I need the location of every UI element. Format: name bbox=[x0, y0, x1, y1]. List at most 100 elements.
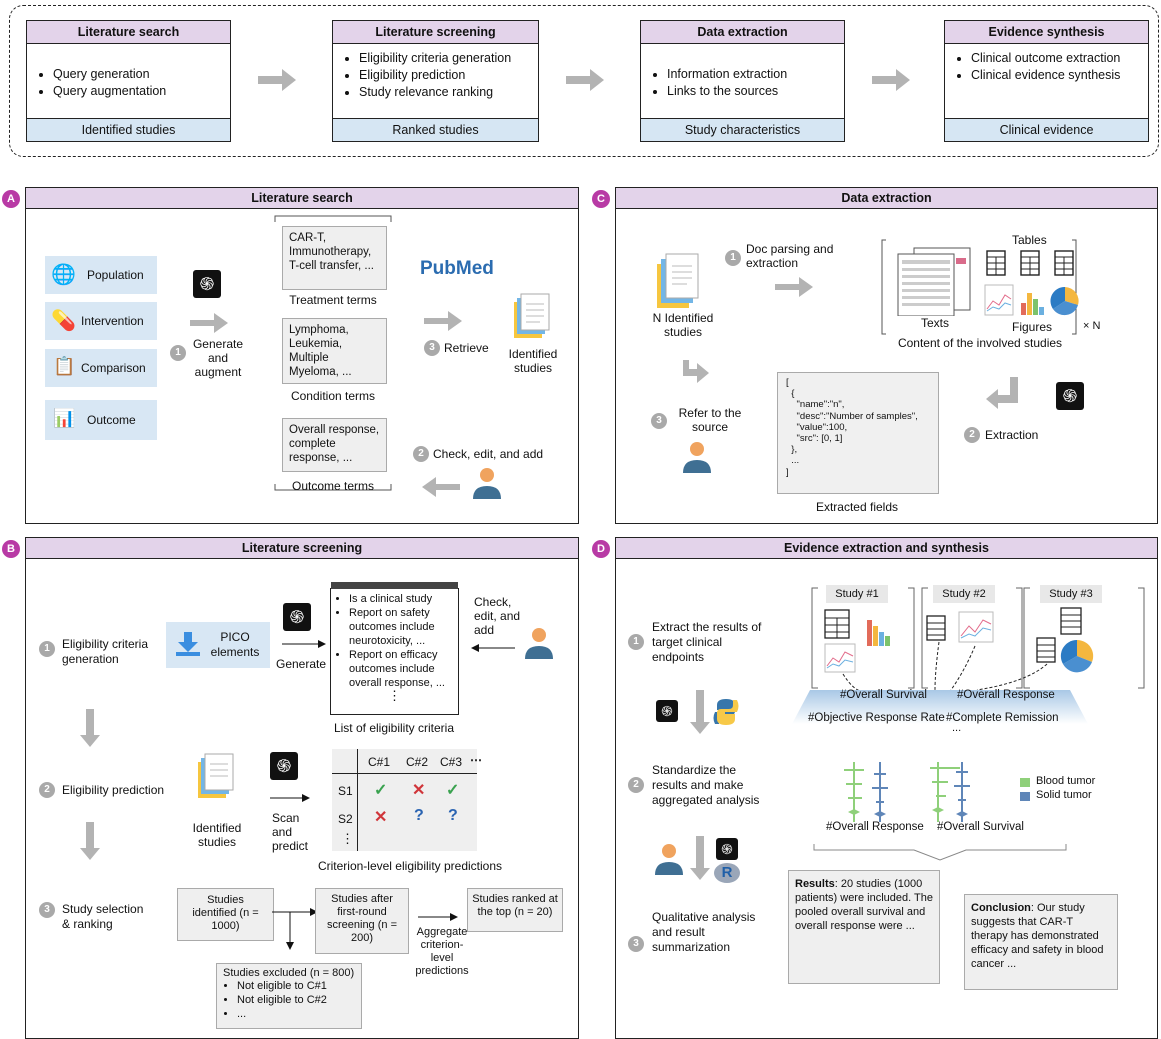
results-box: Results: 20 studies (1000 patients) were… bbox=[788, 870, 940, 984]
col-header: C#1 bbox=[368, 755, 391, 769]
pipeline-stage-synthesis: Evidence synthesis Clinical outcome extr… bbox=[944, 20, 1149, 142]
arrow-right-icon bbox=[424, 311, 462, 331]
python-logo-icon bbox=[713, 699, 739, 725]
stage-output: Identified studies bbox=[27, 118, 230, 141]
figure-icons bbox=[984, 284, 1079, 316]
person-icon bbox=[683, 442, 711, 473]
predictions-table: C#1 C#2 C#3 ⋯ S1 ✓ ✕ ✓ S2 ✕ ? ? ⋮ bbox=[332, 749, 482, 851]
endpoint-tag: #Complete Remission bbox=[946, 712, 1059, 724]
arrow-down-icon bbox=[690, 690, 710, 734]
panel-d-badge: D bbox=[592, 540, 610, 558]
panel-c-badge: C bbox=[592, 190, 610, 208]
openai-logo-icon: ֍ bbox=[193, 270, 221, 298]
step-badge: 3 bbox=[424, 340, 440, 356]
conclusion-box: Conclusion: Our study suggests that CAR-… bbox=[964, 894, 1118, 990]
summary-bracket bbox=[813, 844, 1067, 861]
panel-title: Evidence extraction and synthesis bbox=[616, 538, 1157, 559]
arrow-down-icon bbox=[80, 822, 100, 860]
arrow-down-icon bbox=[80, 709, 100, 747]
step1-label: Eligibility criteria generation bbox=[62, 637, 149, 666]
forest-label: #Overall Response bbox=[826, 821, 924, 833]
arrow-left-icon bbox=[471, 644, 515, 652]
step-badge: 2 bbox=[964, 427, 980, 443]
step3-label: Study selection & ranking bbox=[62, 902, 144, 931]
criterion-item: Report on efficacy outcomes include over… bbox=[349, 648, 454, 690]
term-text: CAR-T, Immunotherapy, T-cell transfer, .… bbox=[289, 232, 374, 272]
download-icon bbox=[176, 632, 200, 656]
predictions-label: Criterion-level eligibility predictions bbox=[317, 859, 503, 873]
stage-output: Ranked studies bbox=[333, 118, 538, 141]
step1-label: Extract the results of target clinical e… bbox=[652, 620, 762, 664]
arrow-right-icon bbox=[190, 313, 228, 333]
legend-swatch-solid bbox=[1020, 792, 1030, 801]
legend-label: Solid tumor bbox=[1036, 789, 1092, 801]
arrow-right-icon bbox=[270, 794, 310, 802]
pipeline-stage-search: Literature search Query generation Query… bbox=[26, 20, 231, 142]
openai-logo-icon: ֍ bbox=[1056, 382, 1084, 410]
stage-item: Links to the sources bbox=[667, 83, 836, 100]
criteria-list-label: List of eligibility criteria bbox=[333, 721, 455, 735]
pico-comparison: 📋 Comparison bbox=[45, 349, 157, 387]
study-brackets bbox=[811, 587, 1145, 689]
endpoint-tag: #Overall Survival bbox=[840, 689, 927, 701]
aggregate-label: Aggregate criterion-level predictions bbox=[415, 926, 469, 977]
pico-label: Intervention bbox=[81, 314, 144, 328]
excluded-item: Not eligible to C#1 bbox=[237, 979, 357, 993]
studies-excluded-box: Studies excluded (n = 800) Not eligible … bbox=[216, 963, 362, 1029]
step2-label: Extraction bbox=[985, 428, 1039, 442]
step2-label: Eligibility prediction bbox=[62, 783, 165, 797]
term-label: Outcome terms bbox=[291, 479, 375, 493]
stage-item: Query augmentation bbox=[53, 83, 222, 100]
step-badge: 3 bbox=[651, 413, 667, 429]
outcome-terms-box: Overall response, complete response, ... bbox=[282, 418, 387, 472]
forest-label: #Overall Survival bbox=[937, 821, 1024, 833]
box-text: Studies identified (n = 1000) bbox=[192, 894, 259, 932]
step-badge: 2 bbox=[413, 446, 429, 462]
tables-label: Tables bbox=[1012, 233, 1047, 247]
term-label: Treatment terms bbox=[289, 293, 377, 307]
cross-icon: ✕ bbox=[374, 809, 388, 826]
globe-people-icon: 🌐 bbox=[51, 264, 76, 286]
pico-intervention: 💊 Intervention bbox=[45, 302, 157, 340]
pipeline-stage-extraction: Data extraction Information extraction L… bbox=[640, 20, 845, 142]
results-head: Results bbox=[795, 878, 835, 890]
term-text: Lymphoma, Leukemia, Multiple Myeloma, ..… bbox=[289, 324, 352, 378]
documents-icon bbox=[198, 753, 234, 798]
stage-item: Eligibility prediction bbox=[359, 67, 530, 84]
excluded-item: Not eligible to C#2 bbox=[237, 993, 357, 1007]
box-text: Studies ranked at the top (n = 20) bbox=[472, 893, 558, 918]
table-icons bbox=[986, 250, 1074, 276]
arrow-right-icon bbox=[418, 913, 458, 921]
documents-icon bbox=[657, 253, 699, 308]
person-icon bbox=[525, 628, 553, 659]
pico-label: Outcome bbox=[87, 413, 136, 427]
pico-elements-box: PICO elements bbox=[166, 622, 270, 668]
arrow-up-right-icon bbox=[683, 360, 709, 383]
row-header: ⋮ bbox=[341, 831, 354, 846]
stage-item: Information extraction bbox=[667, 66, 836, 83]
times-n-label: × N bbox=[1083, 320, 1101, 332]
flow-connectors bbox=[272, 908, 318, 950]
study-label: Study #3 bbox=[1040, 585, 1102, 603]
step3-label: Retrieve bbox=[444, 341, 489, 355]
term-text: Overall response, complete response, ... bbox=[289, 424, 380, 464]
openai-logo-icon: ֍ bbox=[270, 752, 298, 780]
table-row-divider bbox=[332, 773, 477, 774]
text-pages-icon bbox=[897, 247, 971, 316]
endpoint-tag: #Overall Response bbox=[957, 689, 1055, 701]
legend-swatch-blood bbox=[1020, 778, 1030, 787]
excluded-title: Studies excluded (n = 800) bbox=[223, 967, 355, 979]
pico-label: Population bbox=[87, 268, 144, 282]
question-icon: ? bbox=[448, 807, 458, 824]
pipeline-container bbox=[9, 5, 1159, 157]
step-badge: 1 bbox=[725, 250, 741, 266]
step3-label: Refer to the source bbox=[678, 406, 742, 434]
pill-icon: 💊 bbox=[51, 310, 76, 332]
content-label: Content of the involved studies bbox=[897, 336, 1063, 350]
col-header: C#2 bbox=[406, 755, 429, 769]
pubmed-logo: PubMed bbox=[420, 258, 494, 279]
panel-a-badge: A bbox=[2, 190, 20, 208]
step-badge: 3 bbox=[628, 936, 644, 952]
extracted-label: Extracted fields bbox=[815, 500, 899, 514]
clipboard-icon: 📋 bbox=[53, 356, 76, 376]
